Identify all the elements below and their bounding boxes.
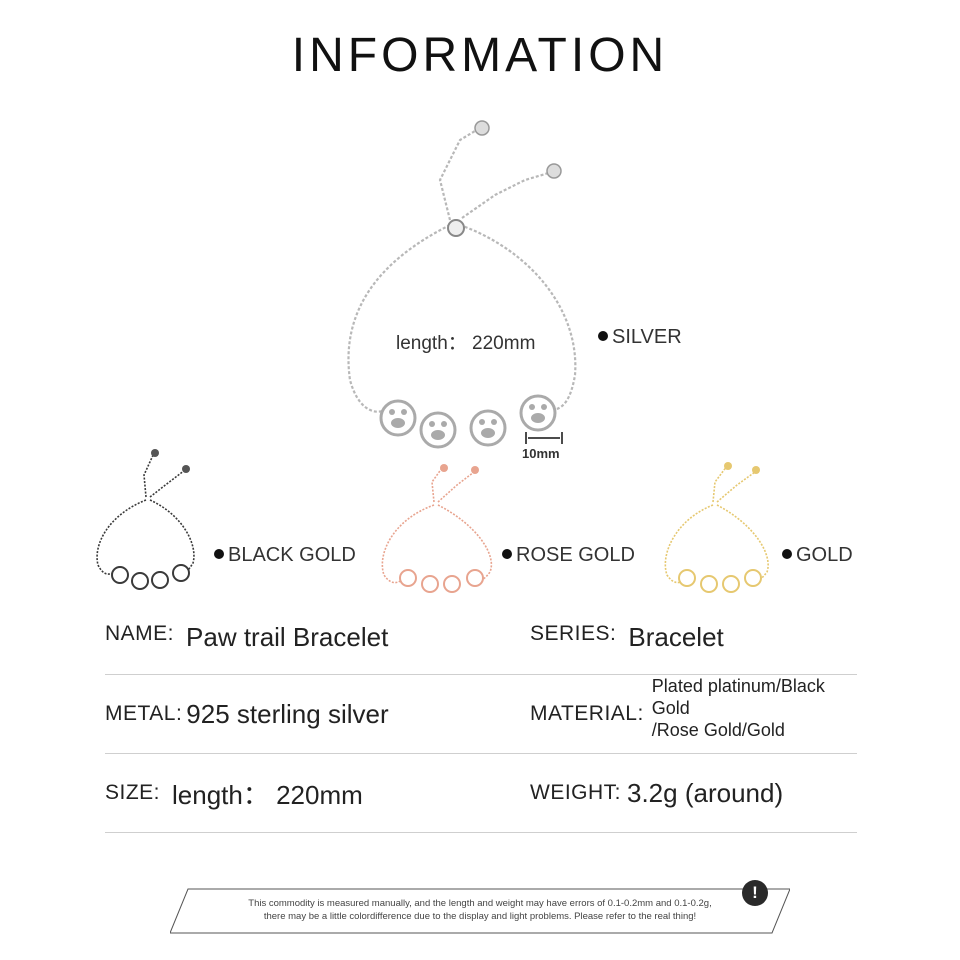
length-label: length： 220mm <box>396 333 536 354</box>
silver-label-text: SILVER <box>612 326 682 348</box>
size-key: SIZE: <box>105 781 161 804</box>
weight-key: WEIGHT: <box>530 781 621 804</box>
black-gold-bracelet-image <box>88 445 208 595</box>
black-gold-label-text: BLACK GOLD <box>228 544 356 566</box>
rose-gold-label-text: ROSE GOLD <box>516 544 635 566</box>
gold-label: GOLD <box>782 544 853 567</box>
weight-value: 3.2g (around) <box>627 777 784 808</box>
gold-bracelet-image <box>655 460 780 610</box>
spec-table: NAME:Paw trail Bracelet SERIES:Bracelet … <box>105 610 857 833</box>
spec-row-metal: METAL:925 sterling silver MATERIAL: Plate… <box>105 675 857 754</box>
bullet-dot <box>782 548 792 559</box>
disclaimer-box: This commodity is measured manually, and… <box>170 880 790 934</box>
bullet-dot <box>502 548 512 559</box>
metal-key: METAL: <box>105 702 183 725</box>
material-key: MATERIAL: <box>530 702 644 725</box>
rose-gold-label: ROSE GOLD <box>502 544 635 567</box>
bullet-dot <box>214 548 224 559</box>
disclaimer-text: This commodity is measured manually, and… <box>200 897 760 923</box>
material-value: Plated platinum/Black Gold /Rose Gold/Go… <box>651 676 825 740</box>
spec-row-name: NAME: Paw trail Bracelet SERIES: Bracelet <box>105 610 857 675</box>
gold-label-text: GOLD <box>796 544 853 566</box>
series-value: Bracelet <box>628 622 724 652</box>
rose-gold-bracelet-image <box>372 460 502 610</box>
spec-row-size: SIZE: length： 220mm WEIGHT: 3.2g (around) <box>105 754 857 833</box>
size-value: length： 220mm <box>172 779 363 810</box>
exclamation-icon: ! <box>742 880 768 906</box>
silver-label: SILVER <box>598 326 682 349</box>
black-gold-label: BLACK GOLD <box>214 544 356 567</box>
page-title: INFORMATION <box>291 29 669 82</box>
bullet-dot <box>598 330 608 341</box>
disclaimer-line-1: This commodity is measured manually, and… <box>248 898 712 909</box>
metal-value: 925 sterling silver <box>186 698 389 729</box>
disclaimer-line-2: there may be a little colordifference du… <box>263 911 697 922</box>
name-key: NAME: <box>105 622 175 645</box>
name-value: Paw trail Bracelet <box>186 622 389 652</box>
series-key: SERIES: <box>530 622 617 645</box>
dimension-label: 10mm <box>522 446 560 461</box>
silver-bracelet-image <box>320 110 590 450</box>
